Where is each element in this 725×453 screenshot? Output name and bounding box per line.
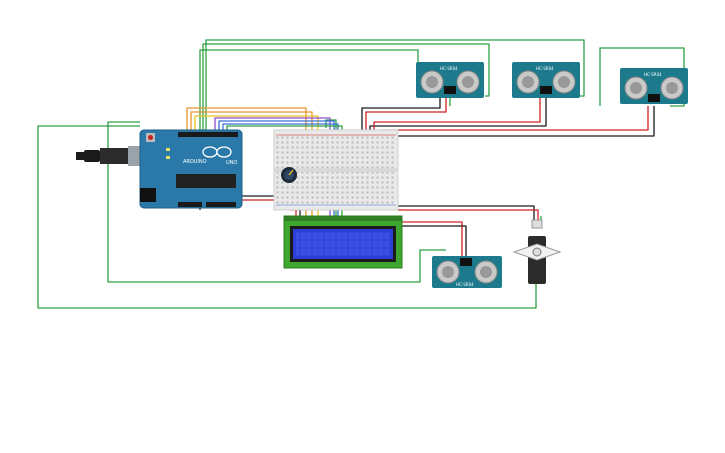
wire-green-right [599, 47, 685, 107]
wire-green-outer-1 [205, 39, 585, 130]
arduino-infinity-logo-icon [202, 146, 232, 158]
wire-s1-red [365, 98, 447, 138]
wire-servo-red [398, 209, 539, 224]
potentiometer[interactable] [281, 167, 297, 183]
wire-green-left-mid [107, 121, 446, 283]
sensor-2-label: HC-SR04 [536, 66, 554, 71]
wire-green-left-big [37, 125, 537, 309]
wire-servo-black [398, 205, 535, 224]
wire-s4-red [398, 221, 463, 258]
sensor-1-label: HC-SR04 [440, 66, 458, 71]
ultrasonic-sensor-3[interactable]: HC-SR04 [620, 68, 688, 104]
usb-cable [76, 146, 150, 166]
arduino-brand-label: ARDUINO [183, 159, 207, 165]
arduino-uno-board[interactable]: ARDUINO UNO [139, 129, 243, 209]
ultrasonic-sensor-2[interactable]: HC-SR04 [512, 62, 580, 98]
sensor-4-label: HC-SR04 [456, 282, 474, 287]
wire-s2-red [373, 98, 541, 138]
sensor-3-label: HC-SR04 [644, 72, 662, 77]
micro-servo[interactable] [512, 219, 562, 284]
lcd-display[interactable] [283, 215, 403, 269]
ultrasonic-sensor-1[interactable]: HC-SR04 [416, 62, 484, 98]
wire-s4-black [400, 225, 467, 258]
wire-green-outer-2 [202, 43, 490, 130]
atmega-chip [176, 174, 236, 188]
arduino-model-label: UNO [226, 160, 237, 166]
ultrasonic-sensor-4[interactable]: HC-SR04 [432, 256, 502, 288]
